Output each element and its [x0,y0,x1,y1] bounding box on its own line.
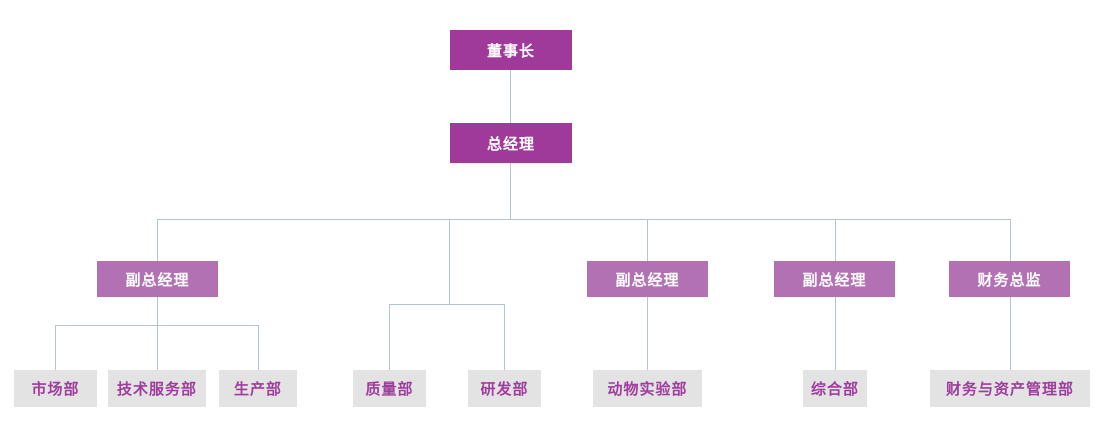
org-node-finance-director: 财务总监 [949,261,1070,297]
connector-drop-deputy-gm-2 [647,219,648,261]
connector-deputy-gm-1-horizontal [55,325,258,326]
connector-drop-rnd [504,304,505,370]
org-node-deputy-gm-1: 副总经理 [97,261,218,297]
connector-drop-tech-service [157,325,158,370]
org-node-animal-lab: 动物实验部 [593,370,702,407]
connector-chairman-gm [510,70,511,123]
org-node-general-affairs: 综合部 [803,370,867,407]
connector-quality-rnd-horizontal [389,304,504,305]
org-node-deputy-gm-2: 副总经理 [587,261,708,297]
connector-drop-quality-rnd [449,219,450,304]
org-node-deputy-gm-3: 副总经理 [774,261,895,297]
org-node-general-manager: 总经理 [450,123,572,163]
org-node-quality: 质量部 [353,370,426,407]
org-node-rnd: 研发部 [468,370,541,407]
org-node-marketing: 市场部 [14,370,97,407]
org-node-chairman: 董事长 [450,30,572,70]
connector-drop-quality [389,304,390,370]
org-node-finance-asset: 财务与资产管理部 [930,370,1090,407]
connector-drop-deputy-gm-3 [835,219,836,261]
connector-drop-general-affairs [835,297,836,370]
connector-main-horizontal [157,219,1010,220]
connector-gm-trunk [510,163,511,219]
org-node-production: 生产部 [219,370,297,407]
connector-drop-animal-lab [647,297,648,370]
connector-deputy-gm-1-stem [157,297,158,325]
connector-drop-production [258,325,259,370]
connector-drop-finance-director [1010,219,1011,261]
connector-drop-deputy-gm-1 [157,219,158,261]
connector-drop-marketing [55,325,56,370]
connector-drop-finance-asset [1010,297,1011,370]
org-node-tech-service: 技术服务部 [108,370,206,407]
